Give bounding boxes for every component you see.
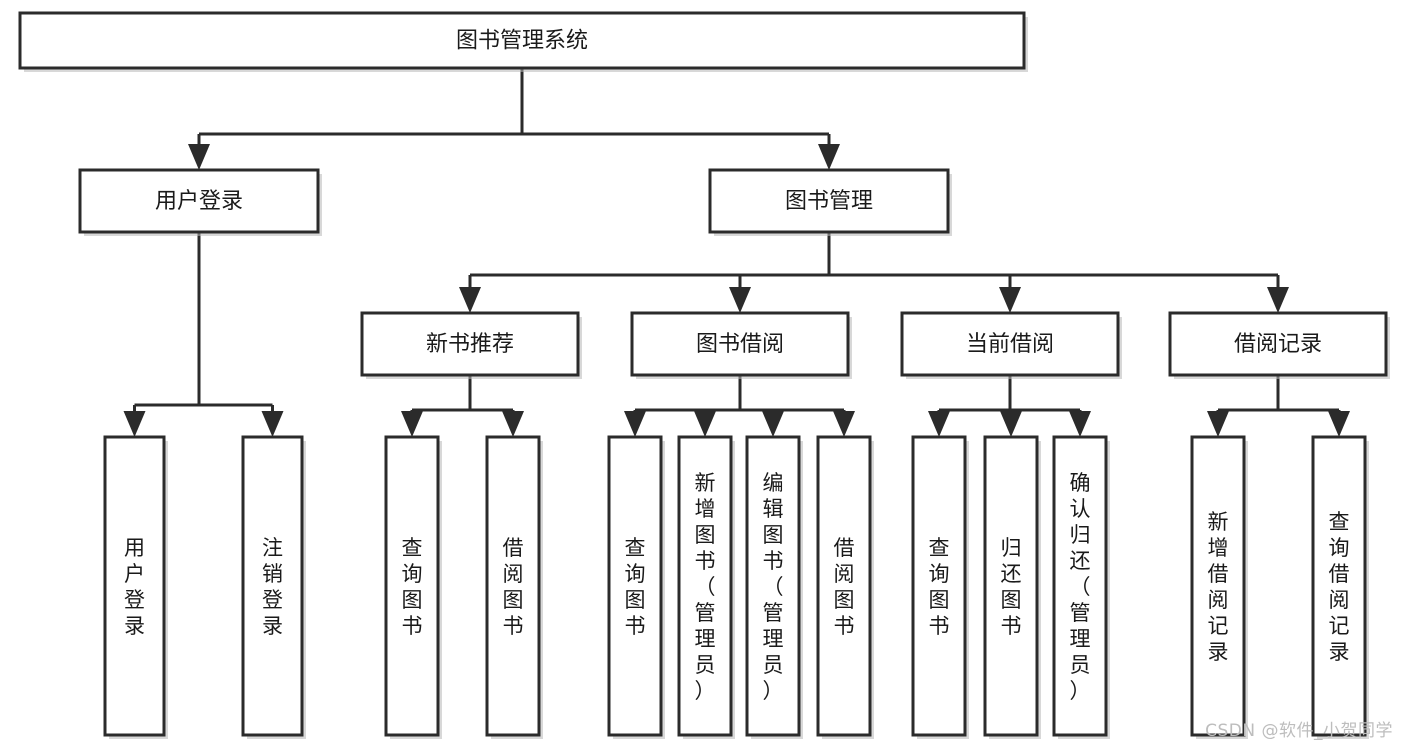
node-label: 新增借阅记录 (1208, 510, 1229, 664)
node-rect[interactable] (103, 435, 166, 737)
arrow-head-icon (1328, 411, 1350, 437)
arrow-head-icon (1069, 411, 1091, 437)
level2-node-3[interactable]: 借阅记录 (1168, 311, 1390, 379)
connector-layer (123, 68, 1350, 437)
node-rect[interactable] (78, 168, 320, 234)
node-rect[interactable] (630, 311, 850, 377)
root-node-0[interactable]: 图书管理系统 (18, 11, 1028, 72)
node-label: 注销登录 (262, 536, 283, 638)
node-label: 图书管理系统 (456, 29, 588, 54)
level2-node-2[interactable]: 当前借阅 (900, 311, 1122, 379)
node-rect[interactable] (18, 11, 1026, 70)
arrow-head-icon (459, 287, 481, 313)
node-label: 借阅图书 (834, 536, 855, 638)
node-rect[interactable] (816, 435, 872, 737)
leaf-node-5[interactable]: 新增图书（管理员） (677, 435, 735, 739)
arrow-head-icon (928, 411, 950, 437)
node-label: 查询图书 (929, 536, 950, 638)
node-label: 查询图书 (625, 536, 646, 638)
node-rect[interactable] (360, 311, 580, 377)
leaf-node-7[interactable]: 借阅图书 (816, 435, 874, 739)
arrow-head-icon (502, 411, 524, 437)
arrow-head-icon (729, 287, 751, 313)
leaf-node-9[interactable]: 归还图书 (983, 435, 1041, 739)
level1-node-1[interactable]: 图书管理 (708, 168, 952, 236)
arrow-head-icon (188, 144, 210, 170)
arrow-head-icon (999, 287, 1021, 313)
arrow-head-icon (123, 411, 146, 437)
node-rect[interactable] (384, 435, 440, 737)
leaf-node-10[interactable]: 确认归还（管理员） (1052, 435, 1110, 739)
leaf-node-3[interactable]: 借阅图书 (485, 435, 543, 739)
leaf-node-1[interactable]: 注销登录 (241, 435, 306, 739)
level2-node-1[interactable]: 图书借阅 (630, 311, 852, 379)
node-label: 借阅记录 (1234, 332, 1322, 357)
leaf-node-8[interactable]: 查询图书 (911, 435, 969, 739)
node-rect[interactable] (1190, 435, 1246, 737)
arrow-head-icon (1000, 411, 1022, 437)
node-label: 图书管理 (785, 189, 873, 214)
node-rect[interactable] (708, 168, 950, 234)
node-rect[interactable] (1168, 311, 1388, 377)
node-label: 当前借阅 (966, 332, 1054, 357)
level1-node-0[interactable]: 用户登录 (78, 168, 322, 236)
level2-node-0[interactable]: 新书推荐 (360, 311, 582, 379)
leaf-node-0[interactable]: 用户登录 (103, 435, 168, 739)
node-rect[interactable] (911, 435, 967, 737)
leaf-node-2[interactable]: 查询图书 (384, 435, 442, 739)
arrow-head-icon (818, 144, 840, 170)
node-label: 新书推荐 (426, 332, 514, 357)
node-layer: 图书管理系统用户登录图书管理新书推荐图书借阅当前借阅借阅记录用户登录注销登录查询… (18, 11, 1390, 739)
node-label: 借阅图书 (503, 536, 524, 638)
leaf-node-12[interactable]: 查询借阅记录 (1311, 435, 1369, 739)
arrow-head-icon (762, 411, 784, 437)
node-label: 查询借阅记录 (1329, 510, 1350, 664)
leaf-node-6[interactable]: 编辑图书（管理员） (745, 435, 803, 739)
node-label: 查询图书 (402, 536, 423, 638)
node-label: 用户登录 (155, 189, 243, 214)
csdn-watermark: CSDN @软件_小贺同学 (1205, 721, 1393, 741)
node-rect[interactable] (1311, 435, 1367, 737)
node-rect[interactable] (607, 435, 663, 737)
arrow-head-icon (694, 411, 716, 437)
node-rect[interactable] (983, 435, 1039, 737)
node-rect[interactable] (677, 435, 733, 737)
leaf-node-4[interactable]: 查询图书 (607, 435, 665, 739)
leaf-node-11[interactable]: 新增借阅记录 (1190, 435, 1248, 739)
arrow-head-icon (624, 411, 646, 437)
node-label: 新增图书（管理员） (695, 471, 716, 703)
node-label: 归还图书 (1001, 536, 1022, 638)
node-rect[interactable] (241, 435, 304, 737)
node-rect[interactable] (1052, 435, 1108, 737)
node-label: 确认归还（管理员） (1070, 471, 1091, 703)
node-label: 编辑图书（管理员） (763, 471, 784, 703)
node-rect[interactable] (485, 435, 541, 737)
arrow-head-icon (833, 411, 855, 437)
arrow-head-icon (1207, 411, 1229, 437)
arrow-head-icon (1267, 287, 1289, 313)
arrow-head-icon (401, 411, 423, 437)
node-rect[interactable] (900, 311, 1120, 377)
arrow-head-icon (261, 411, 284, 437)
node-label: 用户登录 (124, 536, 145, 638)
node-label: 图书借阅 (696, 332, 784, 357)
node-rect[interactable] (745, 435, 801, 737)
